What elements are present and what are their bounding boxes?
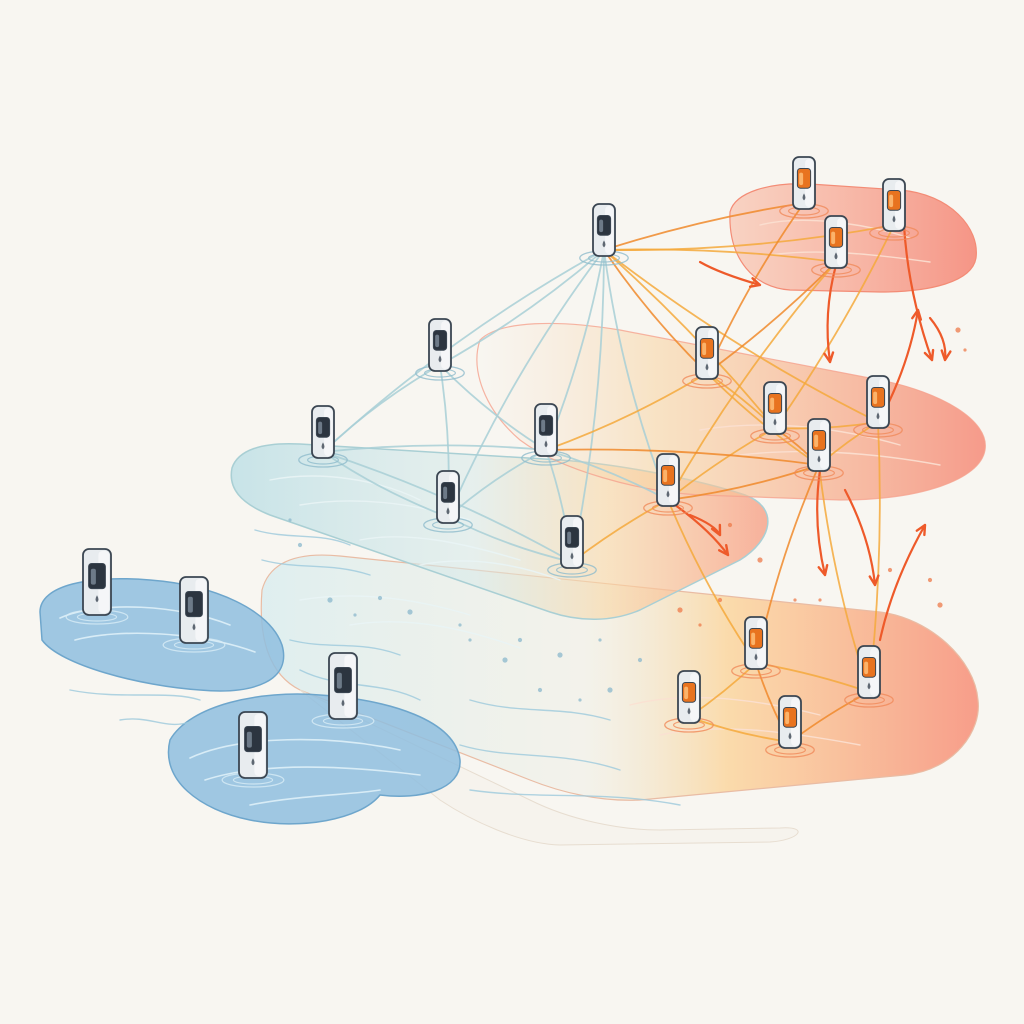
splash-speck [727,522,733,528]
sensor-node [65,548,129,625]
sensor-node [298,405,348,468]
link-cool [322,444,547,453]
sensor-node [844,645,894,708]
layer-ripple [299,595,471,616]
splash-speck [288,518,292,522]
link-warm [545,372,708,451]
splash-speck [458,623,462,627]
layer-ripple [699,424,901,446]
link-warm [603,249,776,429]
sensor-node [221,711,285,788]
link-cool [447,249,605,518]
splash-speck [578,698,582,702]
layer-middle-warm [476,322,986,501]
splash-speck [353,613,357,617]
sensor-node [643,453,693,516]
link-warm [667,261,837,501]
splash-speck [598,638,602,642]
layer-ripple [769,251,931,263]
sensor-node [794,418,844,481]
sensor-node [750,381,800,444]
layer-ripple [419,560,561,581]
link-warm [667,499,757,664]
link-cool [439,249,605,366]
flow-arrow [928,316,952,362]
splash-speck [407,609,413,615]
flow-arrow [698,260,762,288]
splash-speck [502,657,508,663]
splash-speck [537,687,543,693]
splash-speck [937,602,943,608]
layer-ripple [349,621,521,649]
splash-speck [607,687,613,693]
link-warm [603,248,837,263]
sensor-node [682,326,732,389]
pool-left [39,578,285,692]
link-cool [545,449,669,501]
pool-ripples [59,606,421,806]
link-warm [603,249,708,374]
flow-arrow [902,223,935,362]
flow-arrow [843,488,880,587]
layer-ripple [359,536,521,561]
sensor-node [311,652,375,729]
splash-speck [297,542,303,548]
sensor-node [664,670,714,733]
splash-speck [377,595,383,601]
sensor-node [547,515,597,578]
sensor-node [162,576,226,653]
splash-speck [698,623,702,627]
link-warm [667,464,820,501]
link-cool [322,451,449,518]
splash-speck [468,638,472,642]
sensor-node [415,318,465,381]
splash-speck [757,557,763,563]
splash-speck [677,607,683,613]
splash-specks [288,327,967,702]
flow-arrow [878,523,927,642]
splash-speck [887,567,893,573]
link-warm [774,224,895,429]
sensor-node [853,375,903,438]
splash-speck [717,597,723,603]
splash-speck [927,577,933,583]
splash-speck [557,652,563,658]
sensor-node [423,470,473,533]
sensor-nodes [65,156,919,788]
sensor-node [579,203,629,266]
link-warm [545,448,820,466]
sensor-node [811,215,861,278]
flow-arrow [823,263,838,364]
link-warm [603,202,805,251]
splash-speck [818,598,822,602]
splash-speck [637,657,643,663]
sensor-node [521,403,571,466]
layer-middle-cool [230,442,769,620]
splash-speck [327,597,333,603]
splash-speck [517,637,523,643]
layer-ripple [269,475,421,501]
splash-speck [955,327,961,333]
layer-top-warm [729,183,977,293]
splash-speck [963,348,967,352]
water-flow-lines [69,529,681,806]
flow-arrow [688,513,722,537]
link-warm [706,372,820,466]
splash-speck [793,598,797,602]
link-warm [603,249,879,423]
sensor-node [869,178,919,241]
layer-ripple [739,450,941,466]
flow-arrow [816,468,829,577]
sensor-node [779,156,829,219]
sensor-node [765,695,815,758]
sensor-node [731,616,781,679]
